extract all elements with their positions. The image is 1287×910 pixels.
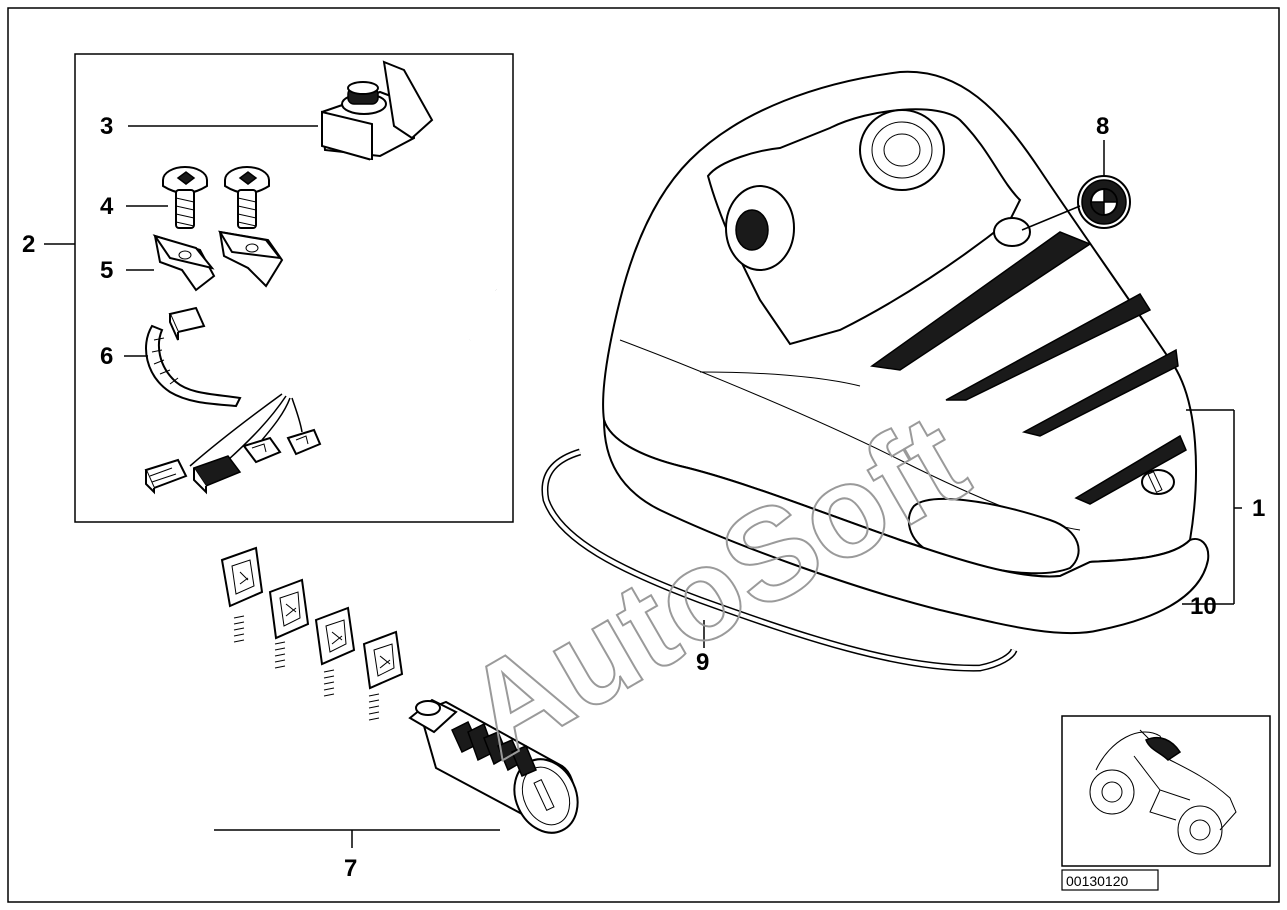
lock-plate-3[interactable] [314, 606, 356, 666]
callout-5: 5 [100, 257, 113, 284]
leader-lines [44, 125, 1242, 848]
edge-strip[interactable] [541, 448, 1018, 672]
callout-3: 3 [100, 113, 113, 140]
tank-cover[interactable] [602, 70, 1197, 578]
callout-6: 6 [100, 343, 113, 370]
location-thumbnail [1061, 715, 1271, 867]
screw-1[interactable] [162, 166, 208, 229]
callout-2: 2 [22, 231, 35, 258]
callout-9: 9 [696, 649, 709, 676]
switch-unit[interactable] [320, 60, 434, 162]
callout-1: 1 [1252, 495, 1265, 522]
bmw-emblem[interactable] [1077, 175, 1131, 229]
callout-8: 8 [1096, 113, 1109, 140]
screw-2[interactable] [224, 166, 270, 229]
cable-tie-strap[interactable] [145, 306, 242, 408]
callout-4: 4 [100, 193, 114, 220]
clip-nut-1[interactable] [152, 234, 216, 292]
lock-plate-2[interactable] [268, 578, 310, 640]
lock-plate-4[interactable] [362, 630, 404, 690]
lock-springs [233, 615, 380, 721]
reference-number-box: 00130120 [1061, 869, 1159, 891]
wiring-harness[interactable] [144, 159, 498, 495]
callout-7: 7 [344, 855, 357, 882]
wiring-group-box [74, 53, 514, 523]
diagram-border [7, 7, 1280, 903]
lower-trim[interactable] [603, 419, 1210, 635]
lock-plate-1[interactable] [220, 546, 264, 608]
clip-nut-2[interactable] [218, 230, 284, 288]
callout-10: 10 [1190, 593, 1217, 620]
reference-number: 00130120 [1066, 873, 1129, 889]
lock-cylinder[interactable] [408, 698, 589, 843]
